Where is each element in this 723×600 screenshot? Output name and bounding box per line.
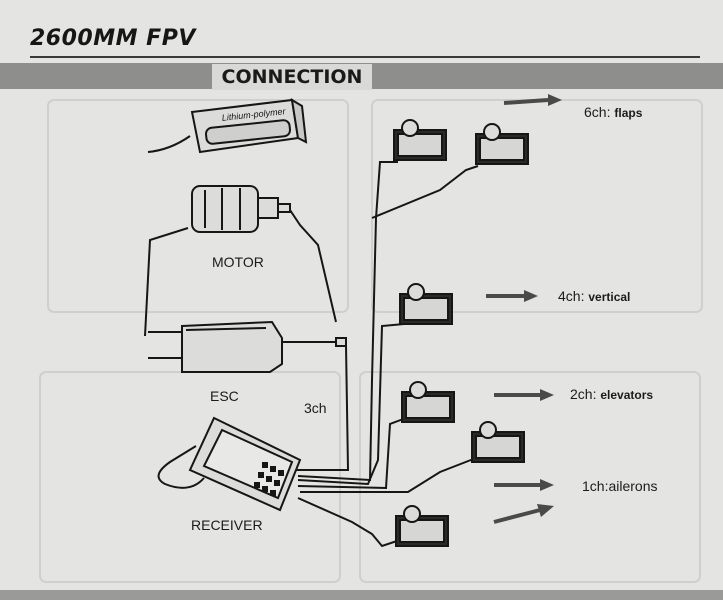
esc-icon xyxy=(181,320,347,373)
arrow-icons xyxy=(486,94,562,524)
servo-icon xyxy=(399,283,453,325)
servo-icon xyxy=(471,421,525,463)
battery-icon: Lithium-polymer xyxy=(190,98,308,154)
receiver-label: RECEIVER xyxy=(191,517,263,533)
channel-label-vertical: 4ch: vertical xyxy=(558,288,630,304)
page-title: 2600MM FPV xyxy=(30,26,196,51)
channel-label-ailerons: 1ch:ailerons xyxy=(582,478,658,494)
channel-function: elevators xyxy=(600,388,654,402)
motor-icon xyxy=(191,185,291,233)
section-title: CONNECTION xyxy=(212,64,372,90)
motor-label: MOTOR xyxy=(212,254,264,270)
channel-function: ailerons xyxy=(608,478,658,494)
background-panels xyxy=(39,99,703,583)
ailerons-wire-1 xyxy=(300,457,477,493)
channel-number: 4ch: xyxy=(558,288,585,304)
flaps-wire-2 xyxy=(371,165,479,219)
throttle-channel-label: 3ch xyxy=(304,400,327,416)
receiver-antenna xyxy=(157,445,205,489)
channel-function: flaps xyxy=(614,106,643,120)
vertical-wire xyxy=(297,323,405,486)
channel-function: vertical xyxy=(588,290,631,304)
channel-label-flaps: 6ch: flaps xyxy=(584,104,642,120)
channel-label-elevators: 2ch: elevators xyxy=(570,386,653,402)
channel-number: 1ch: xyxy=(582,478,609,494)
servo-icon xyxy=(393,119,447,161)
footer-band xyxy=(0,590,723,600)
motor-wire-right xyxy=(289,209,337,323)
channel-number: 2ch: xyxy=(570,386,597,402)
battery-wire xyxy=(147,135,191,153)
title-divider xyxy=(30,56,700,58)
wiring xyxy=(144,135,479,548)
ailerons-wire-2 xyxy=(297,497,401,548)
servo-icon xyxy=(401,381,455,423)
elevators-wire xyxy=(297,417,407,490)
channel-number: 6ch: xyxy=(584,104,611,120)
esc-label: ESC xyxy=(210,388,239,404)
servo-icon xyxy=(475,123,529,165)
servo-icon xyxy=(395,505,449,547)
receiver-icon xyxy=(188,416,302,512)
motor-wire-left xyxy=(144,227,189,337)
flaps-wire-1 xyxy=(297,161,398,482)
